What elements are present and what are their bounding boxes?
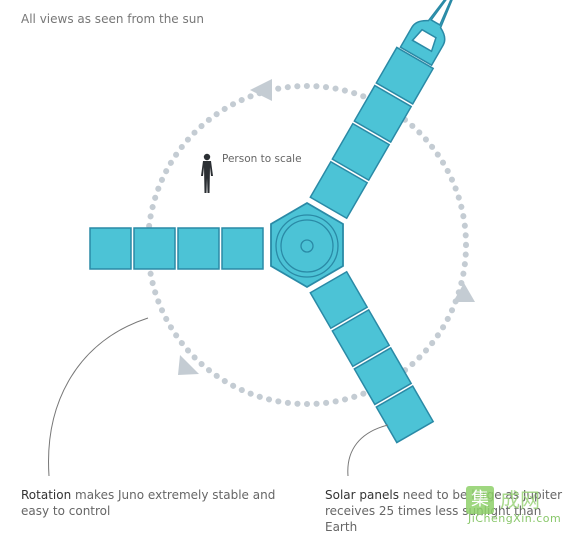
solar-panel xyxy=(353,84,413,144)
rotation-caption: Rotation makes Juno extremely stable and… xyxy=(21,487,281,519)
solar-panel xyxy=(221,227,264,270)
solar-leader-line xyxy=(347,424,389,477)
solar-panel xyxy=(309,270,369,330)
watermark-text: 成网 xyxy=(500,488,540,512)
solar-array-lower xyxy=(309,270,435,444)
solar-panel xyxy=(331,122,391,182)
rotation-arrow-right-icon xyxy=(453,283,475,302)
watermark-logo: 集 xyxy=(466,486,494,514)
solar-array-left xyxy=(89,227,264,270)
solar-panel xyxy=(89,227,132,270)
solar-panel xyxy=(375,46,435,105)
watermark: 集 成网 JiChengXin.com xyxy=(462,484,580,530)
rotation-leader-line xyxy=(48,317,149,477)
rotation-caption-lead: Rotation xyxy=(21,488,72,502)
solar-panel xyxy=(331,308,391,368)
solar-panel xyxy=(375,385,435,444)
watermark-url: JiChengXin.com xyxy=(468,512,562,525)
solar-array-upper xyxy=(309,0,460,220)
solar-panel xyxy=(353,346,413,406)
person-label: Person to scale xyxy=(222,153,302,165)
solar-panel xyxy=(309,160,369,220)
rotation-arrow-top-icon xyxy=(250,79,272,101)
rotation-arrow-left-icon xyxy=(178,355,199,375)
solar-panel xyxy=(177,227,220,270)
rotation-caption-text: makes Juno extremely stable and easy to … xyxy=(21,488,276,518)
diagram-header: All views as seen from the sun xyxy=(21,12,204,26)
solar-caption-lead: Solar panels xyxy=(325,488,399,502)
spacecraft-hub xyxy=(270,201,344,289)
solar-panel xyxy=(133,227,176,270)
person-icon xyxy=(201,153,213,193)
